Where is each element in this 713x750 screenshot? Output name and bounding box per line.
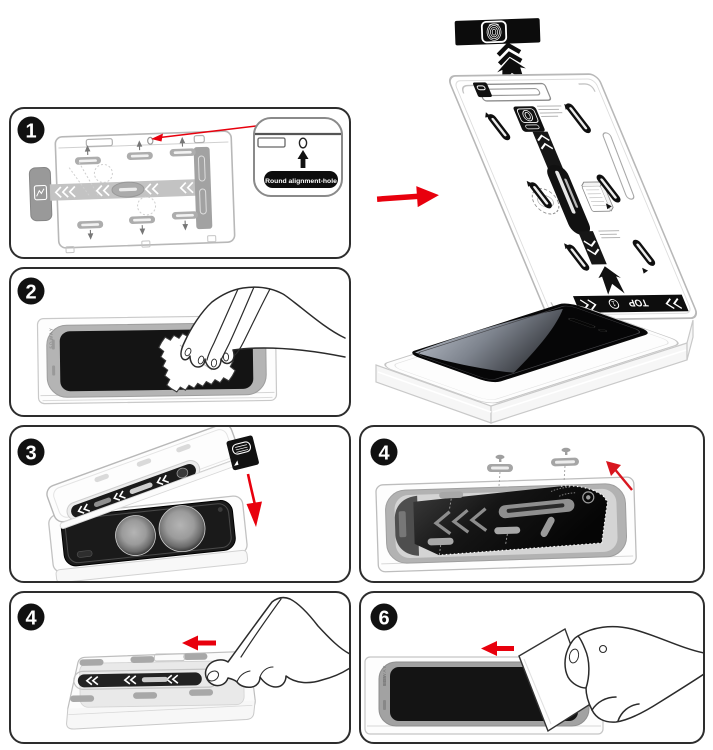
svg-text:4: 4: [378, 443, 390, 465]
svg-text:1: 1: [610, 299, 617, 306]
svg-text:2: 2: [25, 282, 36, 304]
svg-text:3: 3: [25, 443, 36, 465]
svg-text:1: 1: [25, 121, 36, 143]
svg-text:6: 6: [378, 608, 389, 630]
svg-text:4: 4: [25, 608, 37, 630]
svg-text:5 D W A Y: 5 D W A Y: [382, 666, 387, 686]
svg-text:TOP: TOP: [626, 297, 650, 308]
svg-text:5 D W A Y: 5 D W A Y: [49, 328, 54, 349]
svg-text:Round alignment-hole: Round alignment-hole: [265, 178, 337, 185]
